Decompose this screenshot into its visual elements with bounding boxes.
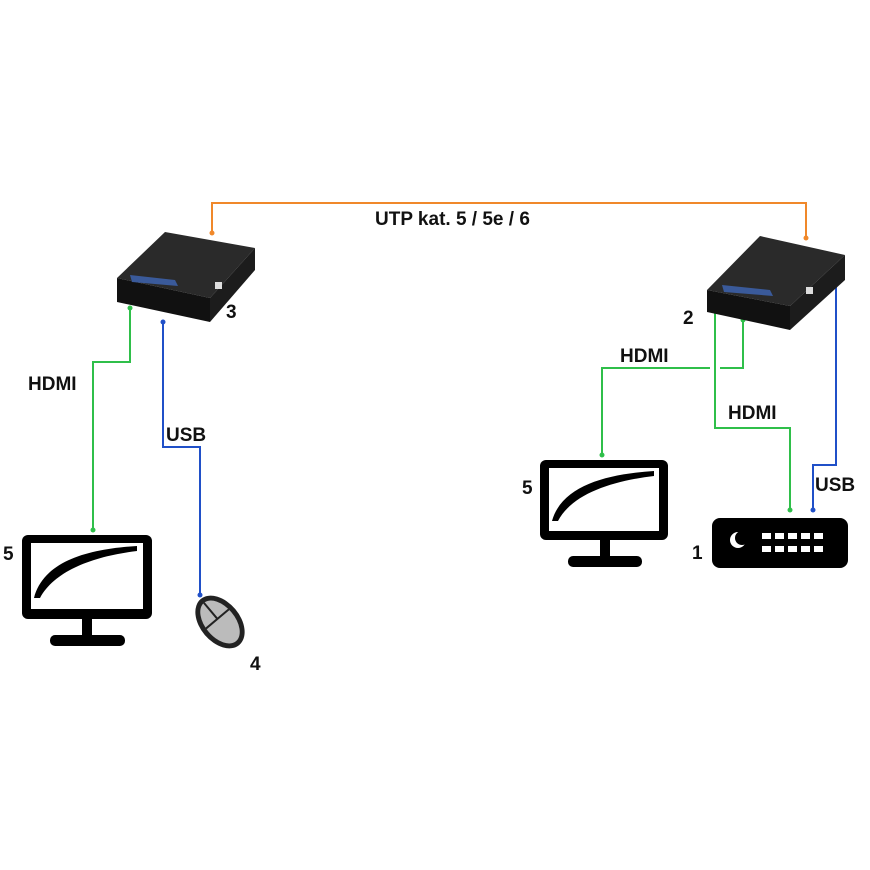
utp-label: UTP kat. 5 / 5e / 6 <box>375 209 530 230</box>
receiver-device <box>117 232 255 322</box>
utp-end-left <box>209 230 215 236</box>
left-usb-label: USB <box>166 425 206 446</box>
right-hdmi-end <box>787 507 793 513</box>
transmitter-number: 2 <box>683 308 694 329</box>
right-usb-label: USB <box>815 475 855 496</box>
left-monitor-number: 5 <box>3 544 14 565</box>
receiver-number: 3 <box>226 302 237 323</box>
left-monitor-icon <box>22 535 152 646</box>
left-hdmi-cable <box>92 308 131 530</box>
source-number: 1 <box>692 543 703 564</box>
right-monitor-icon <box>540 460 668 567</box>
right-hdmi-source-label: HDMI <box>728 403 777 424</box>
left-hdmi-end <box>127 305 133 311</box>
right-hdmi-monitor-cable <box>720 320 744 369</box>
utp-end-right <box>803 235 809 241</box>
right-hdmi-monitor-cable <box>601 367 710 455</box>
right-usb-cable <box>812 282 837 510</box>
utp-cable <box>211 202 807 238</box>
mouse-number: 4 <box>250 654 261 675</box>
right-monitor-number: 5 <box>522 478 533 499</box>
right-usb-end <box>810 507 816 513</box>
mouse-icon <box>195 595 245 649</box>
left-usb-cable <box>162 322 201 595</box>
left-hdmi-label: HDMI <box>28 374 77 395</box>
right-hdmi-source-cable <box>714 308 791 510</box>
transmitter-device <box>707 236 845 330</box>
right-hdmi-end <box>599 452 605 458</box>
right-hdmi-monitor-label: HDMI <box>620 346 669 367</box>
source-player-icon <box>712 518 848 568</box>
left-usb-end <box>197 592 203 598</box>
left-hdmi-end <box>90 527 96 533</box>
left-usb-end <box>160 319 166 325</box>
